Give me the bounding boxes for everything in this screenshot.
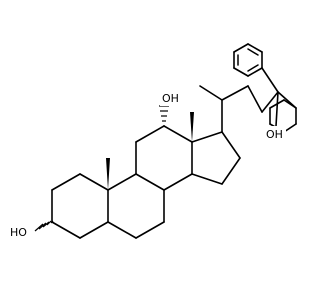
ring-d <box>191 131 241 185</box>
ring-a <box>51 173 109 239</box>
hydroxyl-side-chain-label: OH <box>266 128 283 141</box>
hydroxyl-12-hash-bond <box>159 105 169 127</box>
side-chain <box>199 67 297 133</box>
hydroxyl-3-label-bg <box>8 224 32 240</box>
chemical-structure: HO OH OH <box>8 43 297 240</box>
hydroxyl-side-chain-label-bg <box>264 126 286 142</box>
hydroxyl-12-label: OH <box>162 92 179 105</box>
hydroxyl-3-hash-bond <box>34 220 54 232</box>
hydroxyl-3-label: HO <box>10 226 27 239</box>
hydroxyl-12-label-bg <box>160 90 182 106</box>
methyl-18-wedge <box>190 112 194 142</box>
ring-b <box>107 173 165 239</box>
ring-c <box>135 125 193 191</box>
phenyl-ring-1 <box>233 43 263 77</box>
methyl-19-wedge <box>106 158 110 190</box>
